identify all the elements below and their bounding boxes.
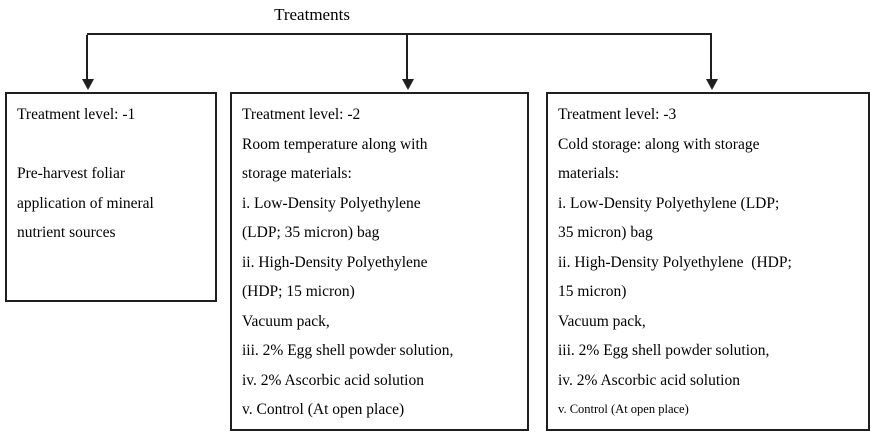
box-line: nutrient sources bbox=[17, 224, 116, 241]
box-line: 35 micron) bag bbox=[558, 224, 653, 241]
box-line: (HDP; 15 micron) bbox=[242, 283, 355, 300]
box-line: iv. 2% Ascorbic acid solution bbox=[242, 371, 424, 389]
box-line: v. Control (At open place) bbox=[242, 401, 405, 418]
box-line: ii. High-Density Polyethylene (HDP; bbox=[558, 253, 792, 271]
box-line: iv. 2% Ascorbic acid solution bbox=[558, 371, 740, 389]
box-line: i. Low-Density Polyethylene bbox=[242, 194, 421, 212]
box-line: Pre-harvest foliar bbox=[17, 165, 126, 182]
connector-horizontal-line bbox=[87, 33, 712, 35]
treatment-box-3: Treatment level: -3 Cold storage: along w… bbox=[546, 92, 870, 431]
box-line: iii. 2% Egg shell powder solution, bbox=[242, 342, 454, 359]
arrow-down-right bbox=[706, 35, 718, 90]
treatment-box-2: Treatment level: -2 Room temperature alon… bbox=[230, 92, 529, 431]
box-line: (LDP; 35 micron) bag bbox=[242, 224, 380, 241]
arrow-down-left bbox=[82, 35, 94, 90]
box-line: Treatment level: -3 bbox=[558, 106, 677, 123]
box-line: storage materials: bbox=[242, 165, 352, 182]
box-line: application of mineral bbox=[17, 194, 154, 212]
box-line: Vacuum pack, bbox=[242, 312, 330, 330]
diagram-title: Treatments bbox=[274, 5, 350, 24]
box-line: 15 micron) bbox=[558, 283, 627, 300]
box-line: v. Control (At open place) bbox=[558, 402, 689, 416]
box-line: ii. High-Density Polyethylene bbox=[242, 253, 428, 271]
treatment-box-1: Treatment level: -1 Pre-harvest foliar ap… bbox=[5, 92, 217, 302]
box-line: Treatment level: -2 bbox=[242, 106, 361, 123]
box-line: Cold storage: along with storage bbox=[558, 135, 760, 153]
box-line bbox=[17, 130, 209, 160]
arrow-down-middle bbox=[402, 35, 414, 90]
box-line: Vacuum pack, bbox=[558, 312, 646, 330]
box-line: Room temperature along with bbox=[242, 135, 428, 153]
box-line: Treatment level: -1 bbox=[17, 106, 136, 123]
box-line: iii. 2% Egg shell powder solution, bbox=[558, 342, 770, 359]
box-line: materials: bbox=[558, 165, 620, 182]
box-line: i. Low-Density Polyethylene (LDP; bbox=[558, 194, 780, 212]
